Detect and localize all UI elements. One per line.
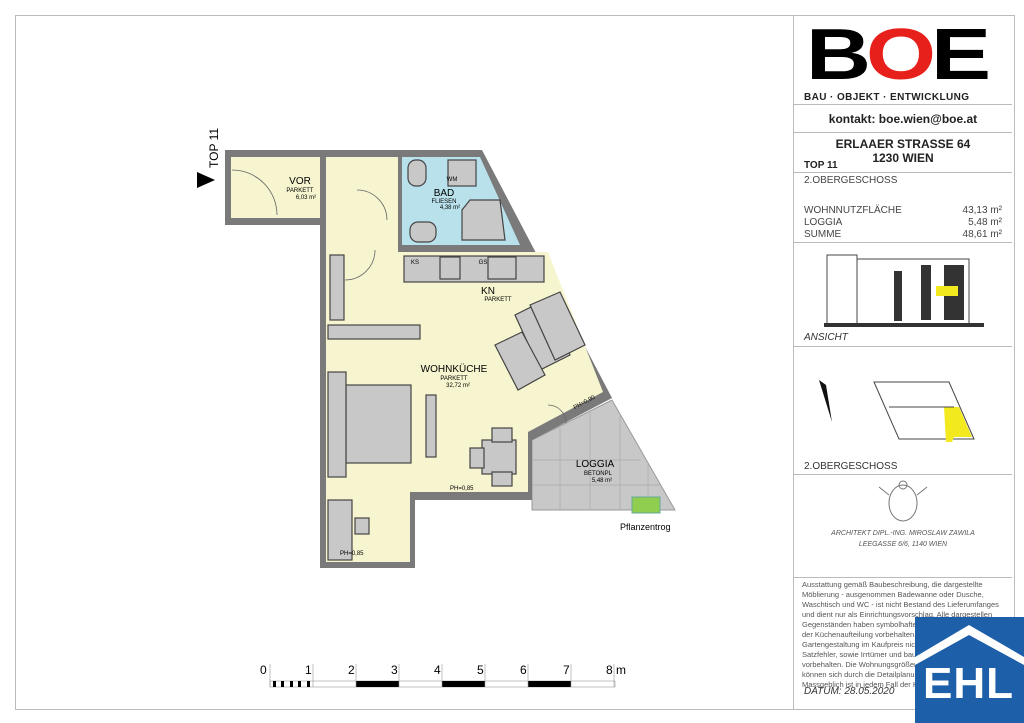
wohnkueche-name: WOHNKÜCHE <box>421 363 488 375</box>
architect: ARCHITEKT DIPL.-ING. MIROSLAW ZAWILA LEE… <box>794 475 1012 578</box>
boe-subtitle: BAU · OBJEKT · ENTWICKLUNG <box>804 92 970 103</box>
parapet-label: PH=0,85 <box>450 486 474 492</box>
kn-name: KN <box>481 286 495 297</box>
scale-bar <box>269 664 616 688</box>
loggia-floor: BETONPL <box>584 471 613 477</box>
scale-label: 8 <box>606 663 613 677</box>
site-plan: 2.OBERGESCHOSS <box>794 347 1012 475</box>
bad-floor: FLIESEN <box>431 199 456 205</box>
scale-label: 3 <box>391 663 398 677</box>
scale-label: 7 <box>563 663 570 677</box>
disclaimer-line: und dient nur als Einrichtungsvorschlag.… <box>802 610 993 619</box>
disclaimer-line: Möblierung - ausgenommen Badewanne oder … <box>802 590 984 599</box>
door-swings <box>231 169 567 424</box>
siteplan-caption: 2.OBERGESCHOSS <box>804 461 898 472</box>
coat-of-arms-icon <box>878 480 928 522</box>
table <box>481 439 517 475</box>
elevation-view: ANSICHT <box>794 243 1012 347</box>
shower <box>461 199 506 241</box>
wm-label: WM <box>447 177 458 183</box>
architect-name: ARCHITEKT DIPL.-ING. MIROSLAW ZAWILA <box>831 530 975 537</box>
disclaimer-line: Gegenständen haben symbolhaften <box>802 620 921 629</box>
gs-label: GS <box>479 260 488 266</box>
tv <box>425 394 437 458</box>
planter <box>631 496 661 514</box>
bad-area: 4,38 m² <box>440 205 460 211</box>
disclaimer-line: der Küchenaufteilung vorbehalten. <box>802 630 917 639</box>
scale-label: 2 <box>348 663 355 677</box>
ehl-logo: EHL <box>915 617 1024 723</box>
unit-label: TOP 11 <box>804 160 838 171</box>
scale-label: 1 <box>305 663 312 677</box>
vor-name: VOR <box>289 176 311 187</box>
scale-label: 0 <box>260 663 267 677</box>
disclaimer-line: Massgeblich ist in jedem Fall der K <box>802 680 918 689</box>
bed <box>345 384 412 464</box>
scale-label: 5 <box>477 663 484 677</box>
ks-label: KS <box>411 260 419 266</box>
disclaimer-line: Ausstattung gemäß Baubeschreibung, die d… <box>802 580 983 589</box>
date: DATUM: 28.05.2020 <box>804 686 895 697</box>
floor-plan: WM KS GS TOP 11 VOR PARKETT 6,03 m² BAD … <box>197 128 676 688</box>
elevation-drawing <box>824 254 984 327</box>
architect-address: LEEGASSE 6/6, 1140 WIEN <box>858 541 948 548</box>
room-vor <box>231 157 320 218</box>
desk <box>327 499 353 561</box>
kn-floor: PARKETT <box>484 297 512 303</box>
wardrobe <box>327 324 421 340</box>
site-plan-drawing <box>819 380 975 442</box>
wohnkueche-area: 32,72 m² <box>446 383 470 389</box>
vor-floor: PARKETT <box>286 188 314 194</box>
ehl-logo-text: EHL <box>923 659 1014 708</box>
address-street: ERLAAER STRASSE 64 <box>835 137 971 151</box>
kitchen-counter <box>403 255 545 283</box>
address: ERLAAER STRASSE 64 1230 WIEN TOP 11 <box>794 133 1012 173</box>
contact: kontakt: boe.wien@boe.at <box>794 105 1012 133</box>
scale-label: 6 <box>520 663 527 677</box>
house-roof-icon <box>915 625 1024 665</box>
disclaimer-line: können sich durch die Detailplanun <box>802 670 919 679</box>
vor-area: 6,03 m² <box>296 195 316 201</box>
elevation-caption: ANSICHT <box>804 332 848 343</box>
scale-unit: m <box>616 663 626 677</box>
north-arrow-icon <box>819 380 832 422</box>
entrance-label: TOP 11 <box>207 128 221 168</box>
address-city: 1230 WIEN <box>872 151 934 165</box>
loggia-tiles <box>532 412 660 510</box>
boe-logo: BOE BAU · OBJEKT · ENTWICKLUNG <box>794 15 1012 105</box>
parapet-label: PH=0,85 <box>340 551 364 557</box>
furniture <box>327 159 586 561</box>
page-frame <box>15 15 1015 710</box>
toilet <box>407 159 427 187</box>
wohnkueche-floor: PARKETT <box>440 376 468 382</box>
disclaimer-line: Satzfehler, sowie Irrtümer und bau <box>802 650 917 659</box>
disclaimer-line: Gartengestaltung im Kaufpreis nich <box>802 640 920 649</box>
floor-label: 2.OBERGESCHOSS <box>804 175 898 186</box>
scale-label: 4 <box>434 663 441 677</box>
loggia-name: LOGGIA <box>576 459 615 470</box>
entrance-arrow-icon <box>197 172 215 188</box>
disclaimer-line: vorbehalten. Die Wohnungsgrößen <box>802 660 919 669</box>
washing-machine <box>447 159 477 187</box>
disclaimer-line: Waschtisch und WC - ist nicht Bestand de… <box>802 600 999 609</box>
disclaimer: Ausstattung gemäß Baubeschreibung, die d… <box>794 578 1012 710</box>
loggia-area-text: 5,48 m² <box>592 478 612 484</box>
sink <box>409 221 437 243</box>
planter-label: Pflanzentrog <box>620 522 671 532</box>
bad-name: BAD <box>434 188 455 199</box>
info-panel: BOE BAU · OBJEKT · ENTWICKLUNG kontakt: … <box>793 15 1012 710</box>
